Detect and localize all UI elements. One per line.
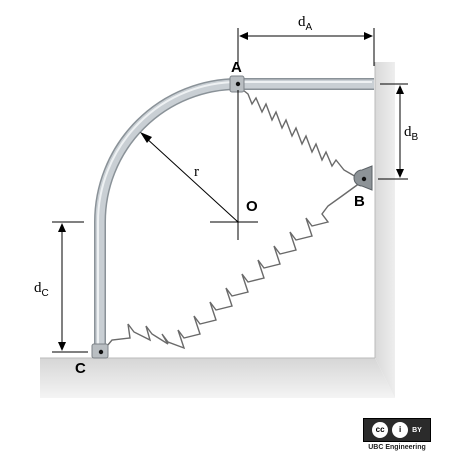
label-dim-c: dC — [34, 280, 49, 299]
dim-a-arrow-left — [239, 32, 248, 40]
spring-a-b — [237, 85, 359, 179]
label-point-b: B — [354, 193, 365, 210]
wall-shading — [375, 62, 395, 398]
label-point-c: C — [75, 360, 86, 377]
pin-c — [98, 349, 104, 355]
radius-line — [144, 136, 239, 223]
label-point-a: A — [231, 59, 242, 76]
dim-b-arrow-bottom — [396, 169, 404, 178]
cc-by-box: cc i BY — [363, 418, 431, 442]
by-label: BY — [412, 426, 422, 434]
label-dim-b: dB — [404, 124, 419, 143]
dim-b-arrow-top — [396, 85, 404, 94]
pin-a — [235, 81, 241, 87]
dim-c-arrow-top — [58, 223, 66, 232]
label-point-o: O — [246, 198, 258, 215]
license-badge[interactable]: cc i BY UBC Engineering — [362, 418, 432, 451]
license-label: UBC Engineering — [368, 444, 426, 451]
rod-highlight — [97, 81, 372, 350]
floor-shading — [40, 358, 395, 398]
rod — [95, 79, 374, 352]
creative-commons-icon: cc — [372, 422, 389, 438]
radius-arrowhead — [140, 132, 152, 143]
dim-a-arrow-right — [364, 32, 373, 40]
attribution-icon: i — [392, 422, 409, 438]
label-dim-a: dA — [298, 14, 313, 33]
label-radius: r — [194, 164, 199, 180]
spring-b-c — [101, 179, 365, 353]
dim-c-arrow-bottom — [58, 342, 66, 351]
pin-b — [361, 176, 367, 182]
